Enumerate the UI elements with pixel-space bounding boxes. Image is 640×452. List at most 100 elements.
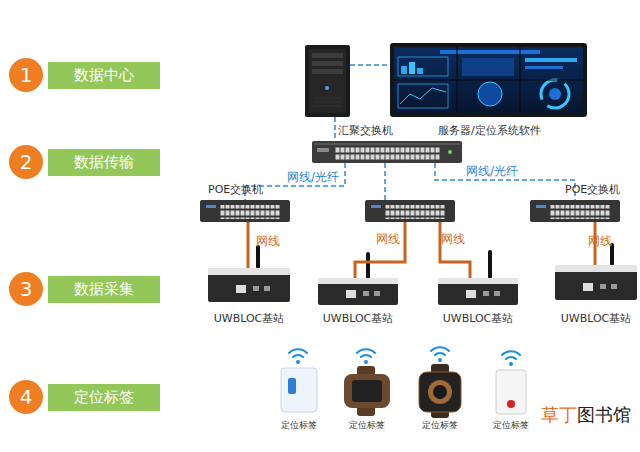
network-cable — [355, 222, 405, 278]
wifi-icon — [289, 347, 520, 366]
wifi-icon — [293, 355, 303, 357]
server-tower — [312, 53, 343, 58]
wifi-icon — [289, 349, 307, 353]
edge-label: 网线/光纤 — [466, 164, 518, 178]
video-wall — [478, 82, 502, 106]
poe-switch-body — [371, 205, 381, 208]
server-tower — [305, 45, 350, 117]
edge-label: 网线 — [256, 234, 280, 248]
step-circle: 3 — [9, 272, 43, 306]
wifi-icon — [431, 347, 449, 351]
server: 服务器/定位系统软件 — [305, 43, 587, 117]
video-wall — [394, 47, 583, 113]
device-caption: UWBLOC基站 — [323, 312, 394, 325]
edge-label: 网线 — [588, 234, 612, 248]
device-caption: POE交换机 — [208, 183, 263, 196]
tag-body — [288, 378, 296, 394]
locator-tag: 定位标签 — [344, 366, 390, 416]
tag-body — [507, 400, 515, 408]
video-wall — [541, 80, 569, 108]
step-label: 定位标签 — [74, 388, 134, 407]
fiber-link — [435, 163, 575, 200]
server-tower — [325, 86, 329, 90]
tag-body — [281, 364, 526, 418]
step-label: 数据采集 — [74, 280, 134, 299]
step-label: 数据中心 — [74, 66, 134, 85]
poe-switch — [365, 200, 455, 222]
poe-switch-body — [365, 200, 455, 222]
base-station-body — [488, 250, 492, 279]
base-station-body — [236, 285, 246, 293]
video-wall — [409, 62, 415, 74]
core-switch-body — [448, 150, 452, 154]
network-cable — [440, 222, 470, 278]
wifi-icon — [438, 358, 442, 362]
base-station-body — [208, 243, 637, 305]
base-station-body — [208, 268, 290, 302]
poe-switch-body — [206, 205, 216, 208]
video-wall — [462, 58, 514, 76]
fiber-link — [334, 117, 336, 141]
core-switch-body — [314, 143, 460, 145]
poe-switch: POE交换机 — [200, 200, 290, 222]
wifi-icon — [435, 353, 445, 355]
core-switch: 汇聚交换机 — [312, 141, 462, 163]
video-wall — [390, 43, 587, 117]
wifi-icon — [506, 357, 516, 359]
base-station-body — [363, 291, 369, 296]
base-station-body — [366, 252, 370, 279]
wifi-icon — [502, 351, 520, 355]
poe-switch-body — [530, 200, 620, 222]
base-station-body — [256, 245, 260, 269]
watermark: 图书馆 — [577, 404, 631, 426]
step-band: 数据中心 — [48, 62, 160, 89]
tag-body — [419, 372, 461, 412]
base-station-body — [600, 284, 606, 289]
server-tower — [312, 61, 343, 66]
server-link — [350, 64, 390, 66]
base-station-body — [611, 284, 617, 289]
server-tower — [312, 69, 343, 74]
tag-body — [428, 380, 452, 404]
base-station-body — [253, 286, 259, 291]
step-number: 4 — [20, 385, 33, 409]
video-wall — [440, 50, 540, 54]
edge-label: 网线 — [441, 232, 465, 246]
edge-label: 网线/光纤 — [287, 170, 339, 184]
wifi-icon — [357, 349, 375, 364]
wifi-icon — [502, 351, 520, 366]
locator-tag: 定位标签 — [281, 368, 317, 412]
device-caption: 服务器/定位系统软件 — [438, 124, 541, 137]
base-station: UWBLOC基站 — [318, 278, 398, 305]
tag-body — [352, 380, 382, 402]
tag-body — [433, 385, 447, 399]
device-caption: UWBLOC基站 — [214, 312, 285, 325]
device-caption: UWBLOC基站 — [443, 312, 514, 325]
video-wall — [394, 47, 583, 113]
tag-body — [344, 374, 390, 408]
step-number: 1 — [20, 63, 33, 87]
base-station: UWBLOC基站 — [438, 278, 518, 305]
wifi-icon — [364, 360, 368, 364]
wifi-icon — [509, 362, 513, 366]
video-wall — [398, 57, 448, 76]
device-caption: POE交换机 — [565, 183, 620, 196]
poe-switch-body — [550, 205, 610, 219]
poe-switch-body — [200, 200, 290, 222]
edge-label: 网线 — [376, 232, 400, 246]
tag-body — [496, 370, 526, 414]
core-switch-body — [312, 141, 462, 163]
poe-switch-body — [385, 205, 445, 219]
video-wall — [390, 43, 587, 117]
base-station: UWBLOC基站 — [208, 268, 290, 302]
video-wall — [417, 68, 423, 74]
core-switch-body — [335, 146, 440, 160]
base-station-body — [483, 291, 489, 296]
poe-switch-body — [200, 200, 620, 222]
step-band: 定位标签 — [48, 384, 160, 411]
step-number: 3 — [20, 277, 33, 301]
step-circle: 1 — [9, 58, 43, 92]
device-caption: 汇聚交换机 — [338, 124, 393, 137]
fiber-link — [384, 163, 386, 200]
base-station-body — [494, 291, 500, 296]
